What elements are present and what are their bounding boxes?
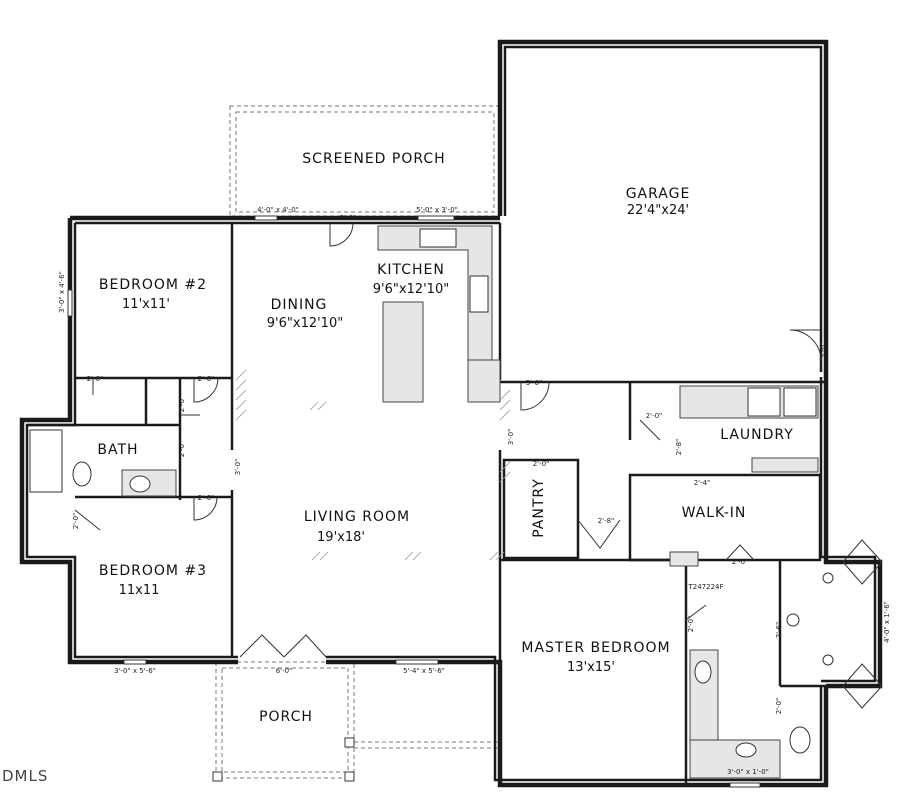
- dim-wc-door: 2'-0": [775, 698, 783, 715]
- dim-bed3-window: 3'-0" x 5'-6": [114, 667, 156, 675]
- dim-living-window: 5'-4" x 5'-6": [403, 667, 445, 675]
- laundry-fixtures: [679, 385, 819, 473]
- hatch-marks: [235, 369, 511, 561]
- bath-fixtures: [29, 429, 177, 497]
- bedroom3-size: 11x11: [119, 583, 160, 598]
- dim-dining-window: 4'-0" x 4'-0": [257, 206, 299, 214]
- doors: [74, 222, 822, 658]
- screened-porch-label: SCREENED PORCH: [302, 151, 445, 167]
- dim-walkin-entry: 2'-4": [694, 479, 711, 487]
- dining-label: DINING: [271, 297, 328, 313]
- kitchen-size: 9'6"x12'10": [373, 282, 449, 297]
- dim-walkin-door: 2'-0": [732, 558, 749, 566]
- pantry-label: PANTRY: [531, 478, 547, 538]
- watermark: DMLS: [2, 767, 48, 785]
- dim-hall-opening: 3'-0": [234, 459, 242, 476]
- dim-porch-door: 3'-0": [340, 214, 357, 222]
- walkin-label: WALK-IN: [682, 505, 747, 521]
- dim-master-bath-window: 3'-0" x 1'-0": [727, 768, 769, 776]
- kitchen-label: KITCHEN: [377, 262, 445, 278]
- master-bath-fixtures: [669, 551, 811, 779]
- dim-pantry-door: 2'-0": [533, 460, 550, 468]
- dim-bed2-side-window: 3'-0" x 4'-6": [58, 271, 66, 313]
- dim-bed3-door: 2'-6": [198, 494, 215, 502]
- dim-master-door: 2'-8": [598, 517, 615, 525]
- bedroom2-label: BEDROOM #2: [99, 277, 207, 293]
- front-porch-outline: [212, 661, 500, 782]
- dim-master-bath-door: 2'-0": [687, 616, 695, 633]
- dim-bath-door: 2'-0": [178, 441, 186, 458]
- dim-kitchen-window: 5'-0" x 3'-0": [416, 206, 458, 214]
- dim-bed2-door: 2'-6": [198, 375, 215, 383]
- bedroom2-size: 11'x11': [122, 297, 170, 312]
- dim-bed3-closet-door: 2'-0": [72, 513, 80, 530]
- dim-garage-side-door: 3'-0": [819, 342, 827, 359]
- dim-garage-entry: 3'-0": [526, 379, 543, 387]
- bedroom3-label: BEDROOM #3: [99, 563, 207, 579]
- windows: [67, 215, 761, 788]
- interior-walls: [27, 223, 826, 785]
- master-bedroom-size: 13'x15': [567, 660, 615, 675]
- tag-number: T247224F: [687, 583, 723, 591]
- bay-window: [786, 539, 883, 709]
- dim-kitchen-opening: 3'-0": [507, 429, 515, 446]
- kitchen-counters: [377, 225, 501, 403]
- dim-laundry-closet-door: 2'-0": [646, 412, 663, 420]
- living-room-size: 19'x18': [317, 530, 365, 545]
- bath-label: BATH: [97, 442, 138, 458]
- dim-hall-closet-door: 2'-0": [178, 396, 186, 413]
- dim-bed2-closet-door: 2'-0": [87, 375, 104, 383]
- garage-label: GARAGE: [626, 186, 691, 202]
- garage-size: 22'4"x24': [627, 203, 689, 218]
- living-room-label: LIVING ROOM: [304, 509, 410, 525]
- dining-size: 9'6"x12'10": [267, 316, 343, 331]
- porch-label: PORCH: [259, 709, 313, 725]
- dim-bay-window: 4'-0" x 1'-6": [883, 601, 891, 643]
- dim-front-door: 6'-0": [276, 667, 293, 675]
- laundry-label: LAUNDRY: [720, 427, 794, 443]
- master-bedroom-label: MASTER BEDROOM: [521, 640, 670, 656]
- dim-shower-door: 2'-6": [775, 622, 783, 639]
- dim-laundry-door: 2'-8": [675, 439, 683, 456]
